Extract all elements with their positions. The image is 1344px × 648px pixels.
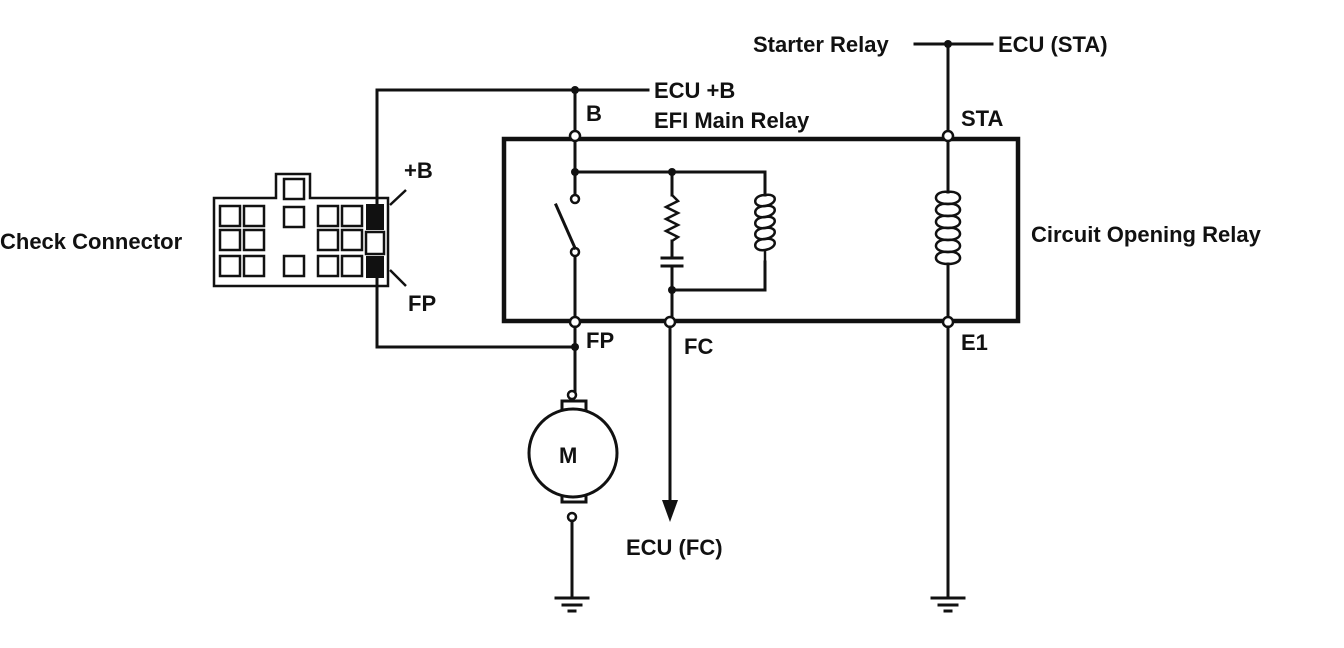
efi-main-relay-label: EFI Main Relay	[654, 108, 810, 133]
ecu-fc-label: ECU (FC)	[626, 535, 723, 560]
ground-icon	[554, 596, 590, 613]
ecu-plus-b-label: ECU +B	[654, 78, 735, 103]
connector-icon	[212, 172, 390, 288]
coil-icon	[754, 193, 776, 262]
starter-relay-wire	[913, 40, 994, 140]
ecu-plus-b-wire	[375, 86, 650, 207]
motor-label: M	[559, 443, 577, 468]
ground-icon	[930, 596, 966, 613]
check-connector-label: Check Connector	[0, 229, 183, 254]
e1-terminal-label: E1	[961, 330, 988, 355]
capacitor-icon	[660, 256, 684, 323]
fp-connector-label: FP	[408, 291, 436, 316]
motor-icon	[527, 407, 619, 499]
arrow-down-icon	[662, 500, 678, 522]
fc-terminal-label: FC	[684, 334, 713, 359]
fp-wire	[375, 269, 579, 351]
relay-box	[501, 136, 1021, 324]
circuit-opening-coil-icon	[934, 137, 962, 323]
fc-wire	[662, 325, 678, 522]
plus-b-label: +B	[404, 158, 433, 183]
b-terminal-label: B	[586, 101, 602, 126]
switch-icon	[554, 193, 581, 258]
circuit-opening-relay-label: Circuit Opening Relay	[1031, 222, 1262, 247]
resistor-icon	[663, 170, 681, 260]
fp-terminal-label: FP	[586, 328, 614, 353]
sta-terminal-label: STA	[961, 106, 1003, 131]
starter-relay-label: Starter Relay	[753, 32, 890, 57]
main-relay-internals	[571, 137, 767, 323]
ecu-sta-label: ECU (STA)	[998, 32, 1108, 57]
